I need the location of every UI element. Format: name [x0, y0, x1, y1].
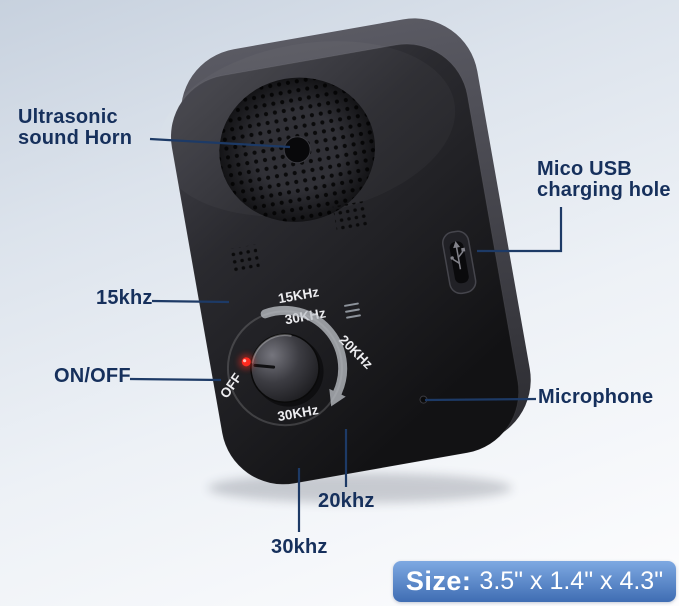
leader-usb — [477, 207, 563, 253]
device-body: 15KHz 30KHz 20KHz OFF 30KHz — [170, 18, 531, 485]
leader-horn — [149, 137, 291, 149]
leader-microphone — [424, 397, 537, 402]
usb-icon — [450, 241, 466, 270]
leader-15khz — [151, 299, 230, 304]
callout-20khz: 20khz — [318, 490, 375, 512]
callout-on-off: ON/OFF — [54, 365, 131, 387]
callout-ultrasonic-horn-line2: sound Horn — [18, 127, 133, 149]
callout-micro-usb-line2: charging hole — [537, 179, 671, 201]
leader-lines — [129, 137, 563, 532]
dial-arrow — [260, 305, 348, 407]
callout-micro-usb-line1: Mico USB — [537, 158, 632, 180]
callout-ultrasonic-horn-line1: Ultrasonic — [18, 106, 118, 128]
speaker-grille — [219, 77, 376, 222]
vent-holes — [228, 244, 261, 275]
speaker-holes — [332, 200, 371, 233]
size-badge: Size: 3.5" x 1.4" x 4.3" — [393, 561, 676, 602]
callout-30khz: 30khz — [271, 536, 328, 558]
callout-micro-usb: Mico USB charging hole — [537, 159, 671, 201]
callout-ultrasonic-horn: Ultrasonic sound Horn — [18, 107, 132, 149]
callout-microphone: Microphone — [538, 386, 654, 408]
dial-mark-30khz-bottom: 30KHz — [276, 402, 319, 424]
callout-15khz: 15khz — [96, 287, 153, 309]
dial-mark-15khz: 15KHz — [277, 284, 320, 306]
usb-port — [442, 230, 477, 295]
rotary-knob — [250, 333, 324, 407]
size-badge-value: 3.5" x 1.4" x 4.3" — [479, 567, 664, 595]
leader-onoff — [129, 377, 222, 382]
knob-pointer — [253, 363, 276, 369]
grille-center-hole — [283, 136, 311, 164]
slot-marks — [344, 302, 361, 319]
power-led — [238, 353, 255, 370]
size-badge-label: Size: — [405, 566, 472, 596]
